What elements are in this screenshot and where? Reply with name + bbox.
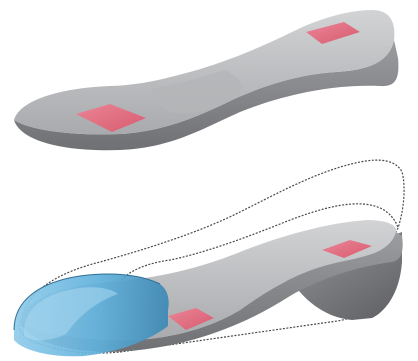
bottom-shoe-group [14, 160, 404, 356]
top-insole-group [14, 10, 398, 150]
